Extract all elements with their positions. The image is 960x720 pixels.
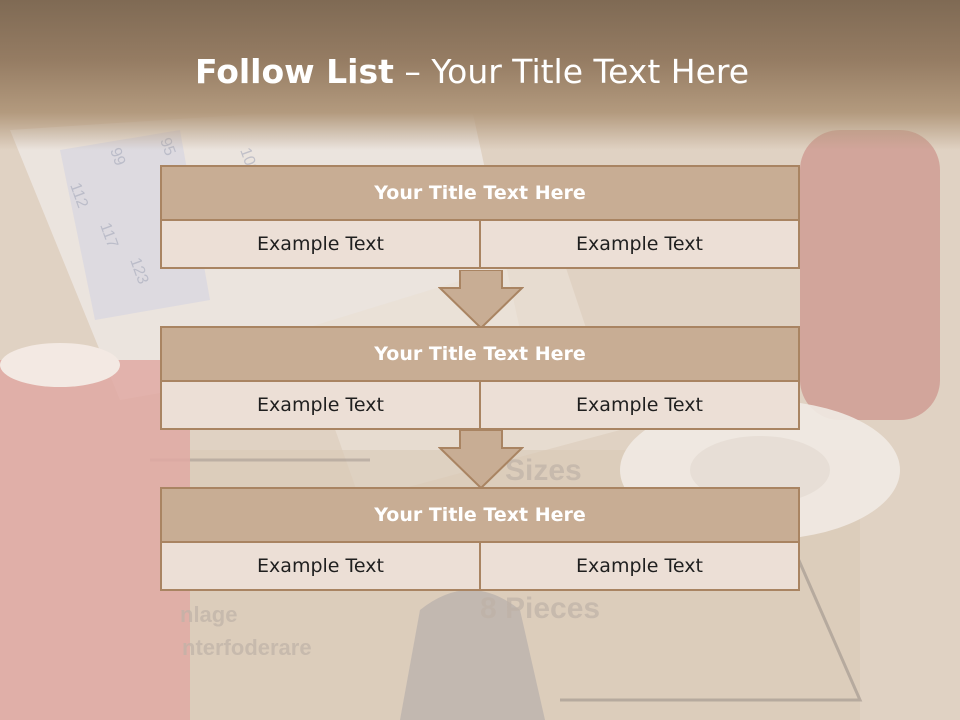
block-cell-right: Example Text	[481, 380, 800, 430]
block-cell-left: Example Text	[160, 380, 481, 430]
block-row: Example Text Example Text	[160, 380, 800, 430]
down-arrow-2	[438, 430, 524, 490]
block-cell-left: Example Text	[160, 219, 481, 269]
list-block-1: Your Title Text Here Example Text Exampl…	[160, 165, 800, 269]
list-block-2: Your Title Text Here Example Text Exampl…	[160, 326, 800, 430]
block-cell-left: Example Text	[160, 541, 481, 591]
down-arrow-1	[438, 270, 524, 330]
bg-text-interfoderare: nterfoderare	[182, 635, 312, 660]
slide-title-bold: Follow List	[194, 52, 394, 91]
bg-ruler-number: 99	[106, 146, 128, 169]
slide-title: Follow List – Your Title Text Here	[0, 52, 944, 91]
block-title: Your Title Text Here	[160, 165, 800, 221]
block-cell-right: Example Text	[481, 541, 800, 591]
block-title: Your Title Text Here	[160, 487, 800, 543]
block-row: Example Text Example Text	[160, 541, 800, 591]
block-row: Example Text Example Text	[160, 219, 800, 269]
list-block-3: Your Title Text Here Example Text Exampl…	[160, 487, 800, 591]
bg-text-anlage: nlage	[180, 602, 237, 627]
bg-text-pieces: 8 Pieces	[480, 592, 600, 625]
block-cell-right: Example Text	[481, 219, 800, 269]
slide-title-rest: – Your Title Text Here	[393, 52, 750, 91]
block-title: Your Title Text Here	[160, 326, 800, 382]
title-bar	[0, 0, 960, 150]
bg-text-sizes: Sizes	[505, 454, 582, 487]
